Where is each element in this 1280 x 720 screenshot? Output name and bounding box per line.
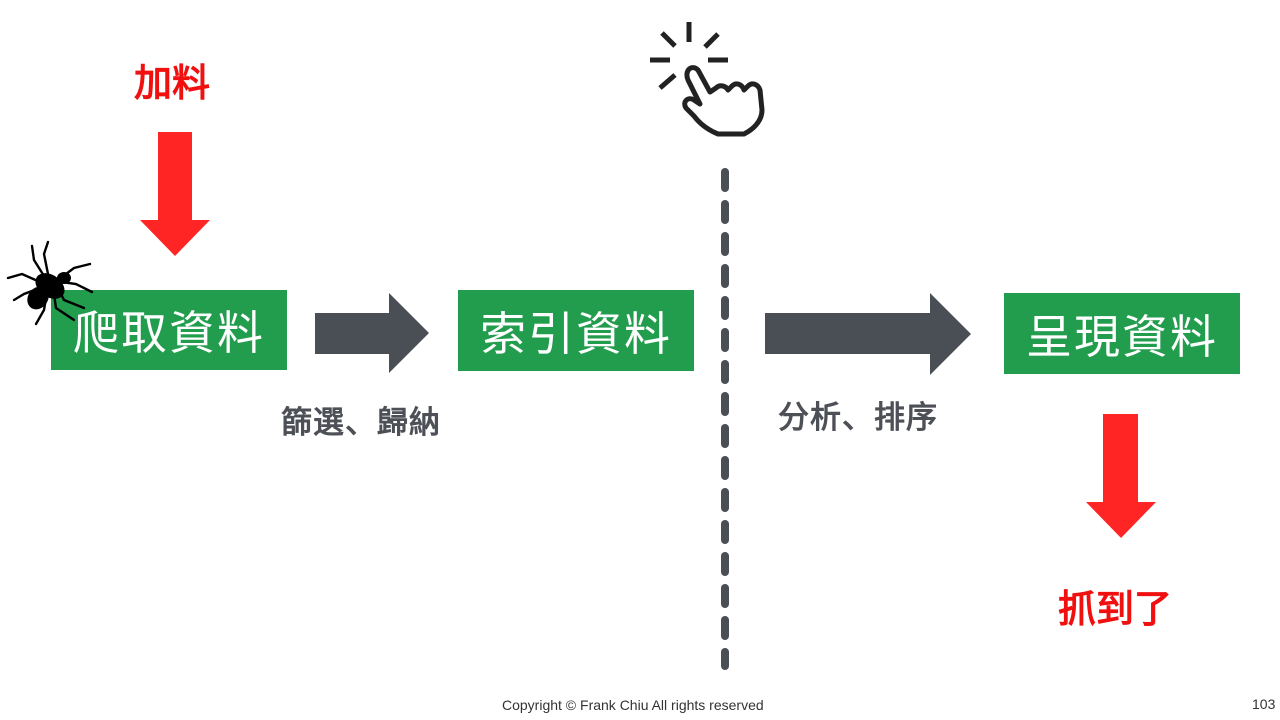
red-down-arrow-icon — [140, 132, 210, 256]
spider-icon — [6, 240, 94, 326]
gray-right-arrow-icon — [765, 293, 971, 375]
present-data-label: 呈現資料 — [1026, 309, 1218, 364]
red-down-arrow-icon — [1086, 414, 1156, 538]
index-data-box: 索引資料 — [458, 290, 694, 371]
divider-dashed-line — [721, 168, 729, 670]
index-data-label: 索引資料 — [480, 306, 672, 361]
present-data-box: 呈現資料 — [1004, 293, 1240, 374]
caught-label: 抓到了 — [1058, 587, 1173, 631]
gray-right-arrow-icon — [315, 293, 429, 373]
analyze-sort-label: 分析、排序 — [778, 400, 938, 436]
page-number: 103 — [1252, 696, 1276, 712]
copyright-text: Copyright © Frank Chiu All rights reserv… — [502, 697, 764, 713]
hand-click-icon — [650, 22, 765, 137]
crawl-data-box: 爬取資料 — [51, 290, 287, 370]
crawl-data-label: 爬取資料 — [73, 306, 265, 360]
add-material-label: 加料 — [134, 61, 211, 105]
filter-summarize-label: 篩選、歸納 — [281, 405, 441, 441]
